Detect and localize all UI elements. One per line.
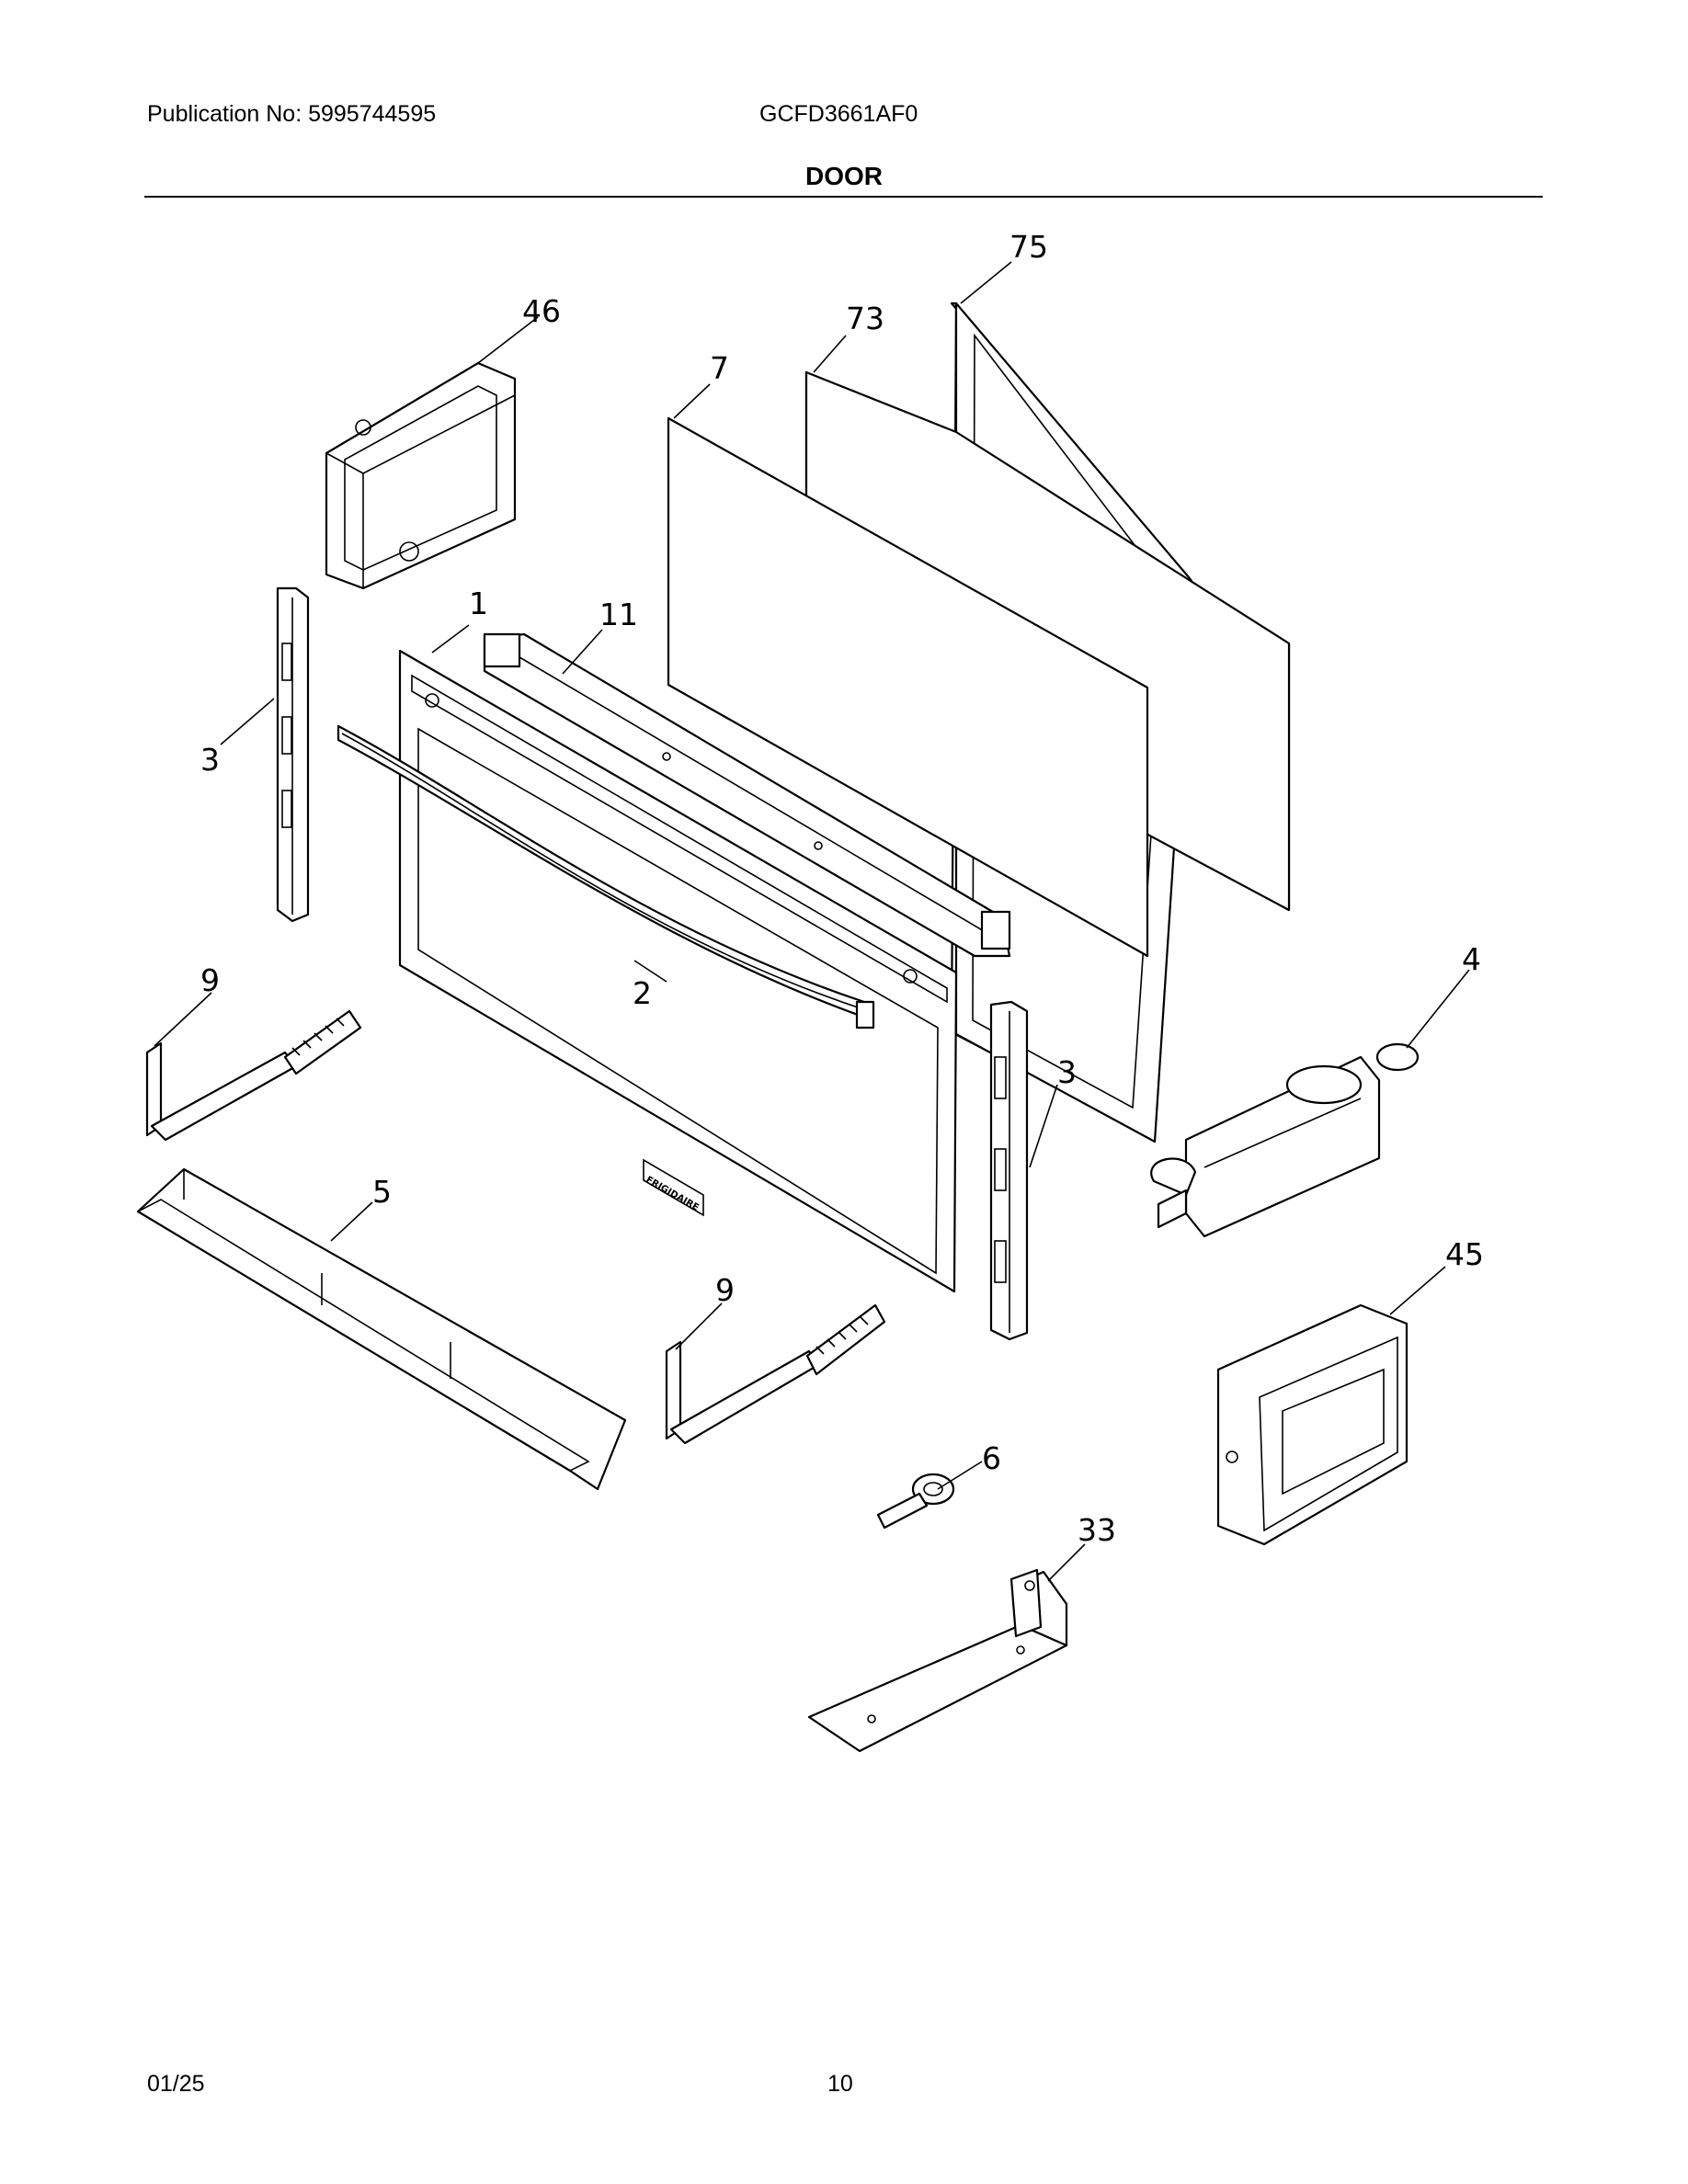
- part-1-door-frame: FRIGIDAIRE: [398, 649, 958, 1293]
- part-3-left-side-rail: [276, 586, 310, 923]
- callout-45: 45: [1445, 1236, 1484, 1272]
- callout-1: 1: [469, 586, 488, 621]
- callout-5: 5: [372, 1174, 392, 1210]
- leader-46: [477, 316, 539, 364]
- callout-75: 75: [1009, 229, 1048, 265]
- publication-number: Publication No: 5995744595: [147, 101, 437, 127]
- callout-3-right: 3: [1057, 1054, 1077, 1090]
- leader-2: [633, 960, 667, 983]
- callout-73: 73: [846, 301, 884, 336]
- callout-7: 7: [710, 350, 729, 386]
- footer-page-number: 10: [827, 2071, 853, 2097]
- callout-46: 46: [522, 293, 561, 329]
- part-7-inner-glass: [667, 416, 1149, 958]
- callout-11: 11: [599, 597, 638, 632]
- leader-6: [937, 1461, 983, 1490]
- part-4-latch-assembly: [1150, 1042, 1420, 1238]
- part-2-door-handle: [336, 724, 875, 1029]
- leader-5: [330, 1201, 373, 1242]
- leader-33: [1047, 1543, 1086, 1582]
- part-5-lower-trim: [136, 1167, 627, 1491]
- leader-3-left: [220, 698, 275, 745]
- callout-4: 4: [1462, 941, 1481, 977]
- part-33-support-bracket: [807, 1568, 1068, 1753]
- callout-6: 6: [982, 1440, 1001, 1476]
- callout-9-left: 9: [200, 962, 220, 998]
- part-46-upper-bracket: [325, 361, 517, 590]
- part-6-bumper: [876, 1473, 955, 1530]
- leader-9-right: [675, 1302, 723, 1350]
- leader-3-right: [1029, 1084, 1058, 1168]
- section-title: DOOR: [805, 162, 883, 190]
- brand-badge: FRIGIDAIRE: [644, 1175, 701, 1213]
- leader-75: [960, 261, 1012, 304]
- leader-1: [431, 624, 470, 654]
- callout-3-left: 3: [200, 742, 220, 778]
- part-9-right-hinge: [665, 1303, 886, 1445]
- callout-33: 33: [1078, 1512, 1116, 1548]
- leader-45: [1389, 1266, 1446, 1315]
- part-11-top-channel: [483, 632, 1011, 958]
- leader-9-left: [154, 992, 212, 1047]
- callout-9-right: 9: [715, 1272, 735, 1308]
- footer-date: 01/25: [147, 2071, 205, 2097]
- leader-73: [813, 335, 847, 373]
- header-divider: [144, 196, 1543, 198]
- leader-7: [673, 383, 711, 419]
- part-3-right-side-rail: [989, 1000, 1029, 1341]
- leader-11: [562, 629, 603, 675]
- model-number: GCFD3661AF0: [759, 101, 918, 127]
- callout-2: 2: [633, 975, 652, 1011]
- leader-4: [1406, 969, 1470, 1049]
- part-45-lower-bracket: [1216, 1303, 1409, 1546]
- part-9-left-hinge: [145, 1009, 362, 1142]
